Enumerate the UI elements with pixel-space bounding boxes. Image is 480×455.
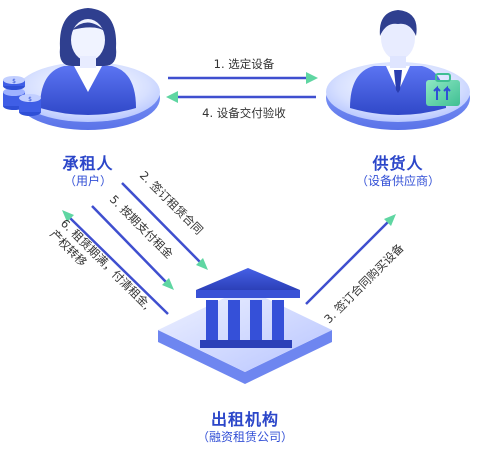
step1-label: 1. 选定设备	[214, 57, 275, 71]
lessor-platform-side	[158, 330, 332, 384]
supplier-subtitle: （设备供应商）	[355, 174, 440, 188]
step4-label: 4. 设备交付验收	[202, 106, 286, 120]
lessor-subtitle: （融资租赁公司）	[196, 430, 293, 444]
lessee-node	[16, 8, 160, 130]
lessee-title: 承租人	[62, 154, 114, 173]
step3-label: 3. 签订合同购买设备	[321, 240, 407, 326]
coins-icon: $ $	[3, 76, 41, 116]
lessor-title: 出租机构	[210, 410, 279, 429]
arrow-step6	[62, 210, 169, 315]
bank-icon	[196, 268, 300, 348]
svg-text:$: $	[28, 96, 32, 103]
lessor-platform	[158, 288, 332, 372]
arrow-step4	[166, 91, 316, 103]
arrow-step2	[121, 182, 208, 270]
supplier-title: 供货人	[372, 154, 424, 173]
arrow-step1	[168, 72, 318, 84]
svg-text:$: $	[12, 78, 16, 85]
supplier-node	[326, 10, 470, 130]
equipment-box-icon	[426, 73, 460, 106]
arrow-step3	[305, 214, 396, 305]
lessor-node	[158, 268, 332, 384]
arrow-step5	[91, 205, 174, 290]
lessee-subtitle: （用户）	[63, 174, 112, 188]
